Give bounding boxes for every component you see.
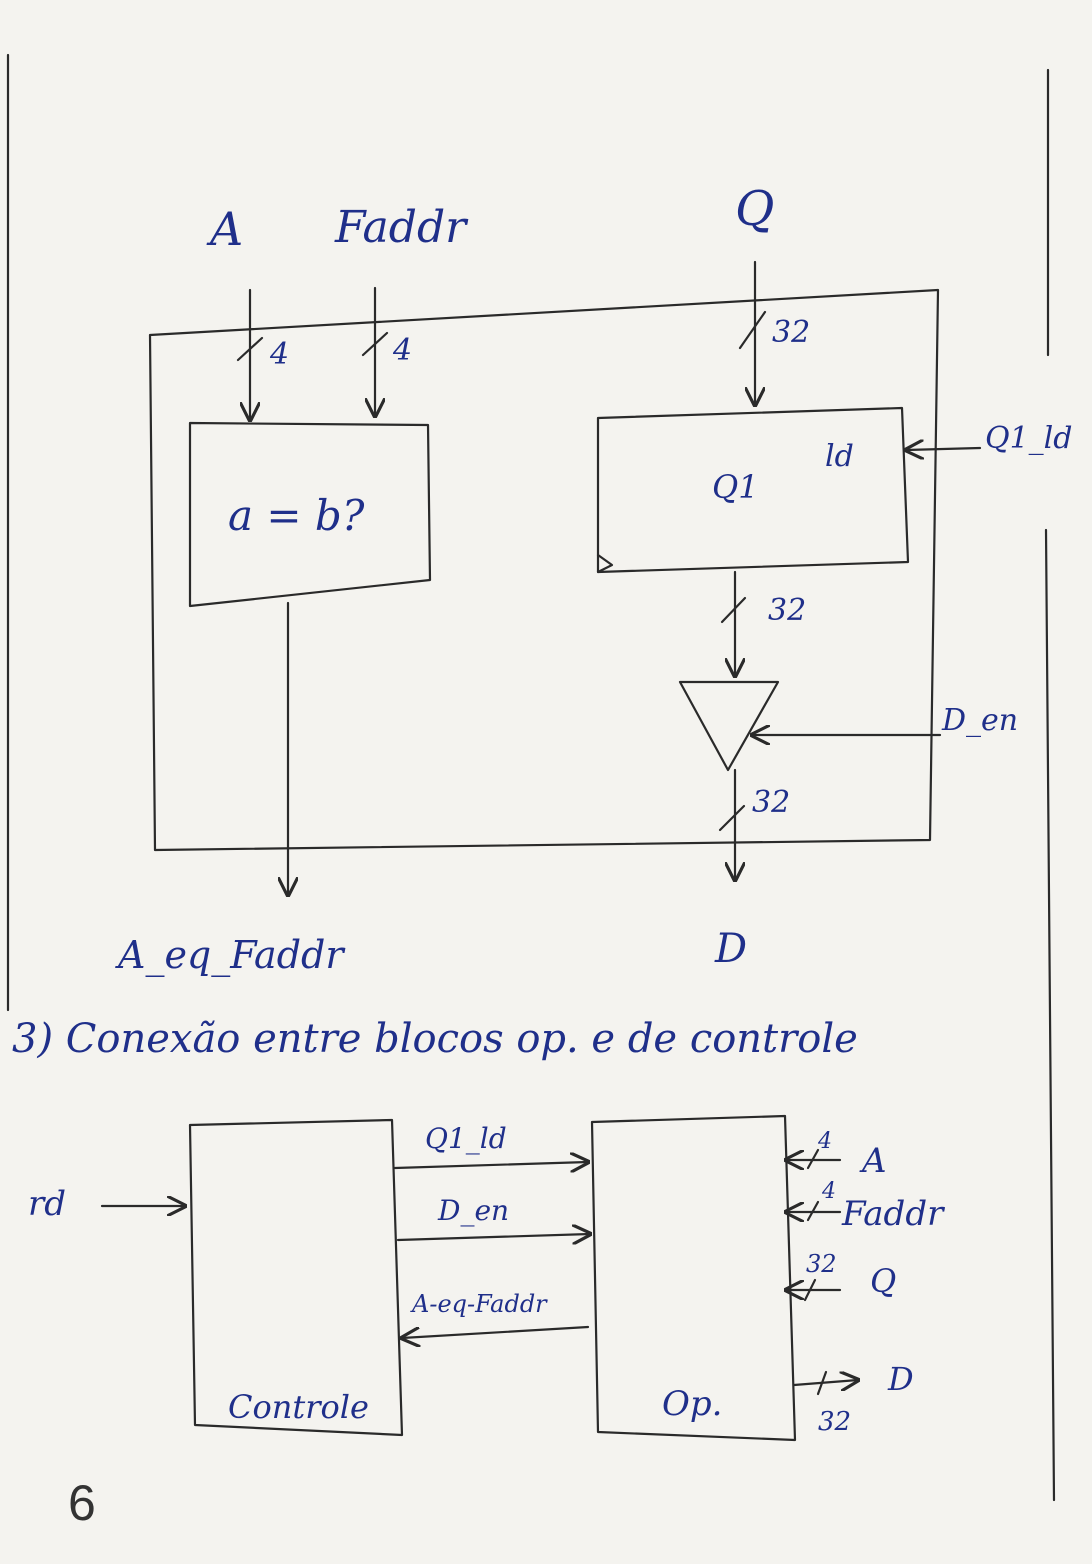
port-d-bus-slash (816, 1370, 828, 1396)
input-q-label: Q (735, 181, 774, 237)
a-width-label: 4 (269, 337, 289, 372)
register-q1-label: Q1 (712, 468, 759, 506)
tristate-width-label: 32 (752, 785, 790, 820)
signal-q1-ld-label: Q1_ld (425, 1122, 507, 1155)
input-faddr-label: Faddr (334, 202, 469, 253)
d-output-label: D (714, 926, 747, 972)
port-d-width: 32 (818, 1407, 851, 1437)
signal-d-en-arrow (396, 1234, 590, 1240)
tristate-buffer (678, 680, 780, 772)
port-faddr-bus-slash (806, 1200, 820, 1222)
faddr-width-label: 4 (392, 333, 412, 368)
section-heading: 3) Conexão entre blocos op. e de control… (12, 1016, 858, 1062)
port-q-bus-slash (803, 1278, 817, 1302)
page-number: 6 (68, 1475, 96, 1531)
control-block-label: Controle (228, 1388, 369, 1426)
port-q-name: Q (870, 1262, 896, 1300)
port-a-width: 4 (817, 1129, 832, 1154)
port-faddr-width: 4 (821, 1179, 836, 1204)
q-bus-slash (738, 310, 767, 350)
port-d-name: D (887, 1360, 914, 1398)
control-block (188, 1118, 404, 1437)
rd-input-label: rd (28, 1184, 66, 1224)
faddr-bus-slash (361, 331, 389, 357)
register-q1-box (596, 406, 910, 574)
page-margin-right-lower (1044, 528, 1056, 1502)
signal-d-en-label: D_en (437, 1194, 509, 1227)
d-en-signal-label: D_en (941, 703, 1018, 738)
d-output-bus-slash (718, 804, 746, 832)
comparator-box (188, 421, 432, 608)
signal-q1-ld-arrow (393, 1162, 588, 1168)
clock-marker (596, 553, 614, 574)
q1-output-width-label: 32 (768, 593, 806, 628)
port-faddr-name: Faddr (841, 1194, 945, 1234)
a-bus-slash (236, 336, 264, 362)
q1-ld-signal-label: Q1_ld (985, 421, 1072, 456)
q-width-label: 32 (772, 315, 810, 350)
port-q-width: 32 (806, 1250, 837, 1278)
port-a-name: A (859, 1141, 887, 1181)
port-d-arrow (792, 1380, 858, 1385)
register-load-label: ld (825, 439, 854, 474)
q1-ld-wire (906, 448, 982, 450)
port-a-bus-slash (806, 1148, 820, 1170)
input-a-label: A (206, 202, 243, 256)
comparator-label: a = b? (228, 491, 365, 540)
op-block-label: Op. (662, 1384, 722, 1424)
operational-block-outline (148, 288, 940, 852)
q1-output-bus-slash (720, 596, 747, 624)
signal-a-eq-faddr-arrow (402, 1325, 590, 1338)
op-block (590, 1114, 797, 1442)
a-eq-faddr-output-label: A_eq_Faddr (115, 933, 346, 978)
signal-a-eq-faddr-label: A-eq-Faddr (410, 1290, 548, 1318)
